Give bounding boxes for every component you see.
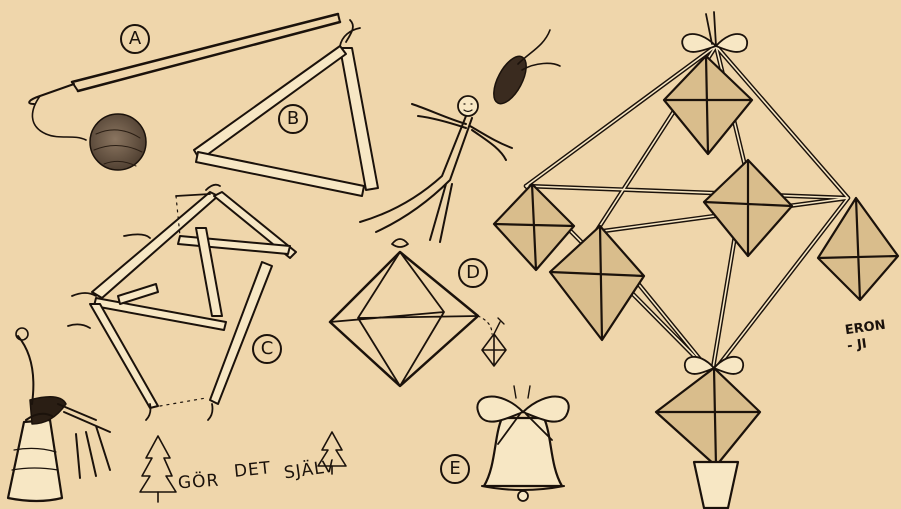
caption-word-gor: GÖR xyxy=(177,473,219,493)
small-octahedra xyxy=(494,56,898,508)
figure-c-assembly xyxy=(68,185,296,420)
label-e: E xyxy=(440,454,470,484)
tree-decoration-left xyxy=(140,436,176,502)
label-b: B xyxy=(278,104,308,134)
caption-word-det: DET xyxy=(233,460,272,481)
label-a: A xyxy=(120,24,150,54)
artist-signature: ERON - JI xyxy=(844,317,894,354)
figure-e-bell xyxy=(477,386,568,501)
label-d: D xyxy=(458,258,488,288)
gnome-figure xyxy=(8,328,110,501)
label-c: C xyxy=(252,334,282,364)
